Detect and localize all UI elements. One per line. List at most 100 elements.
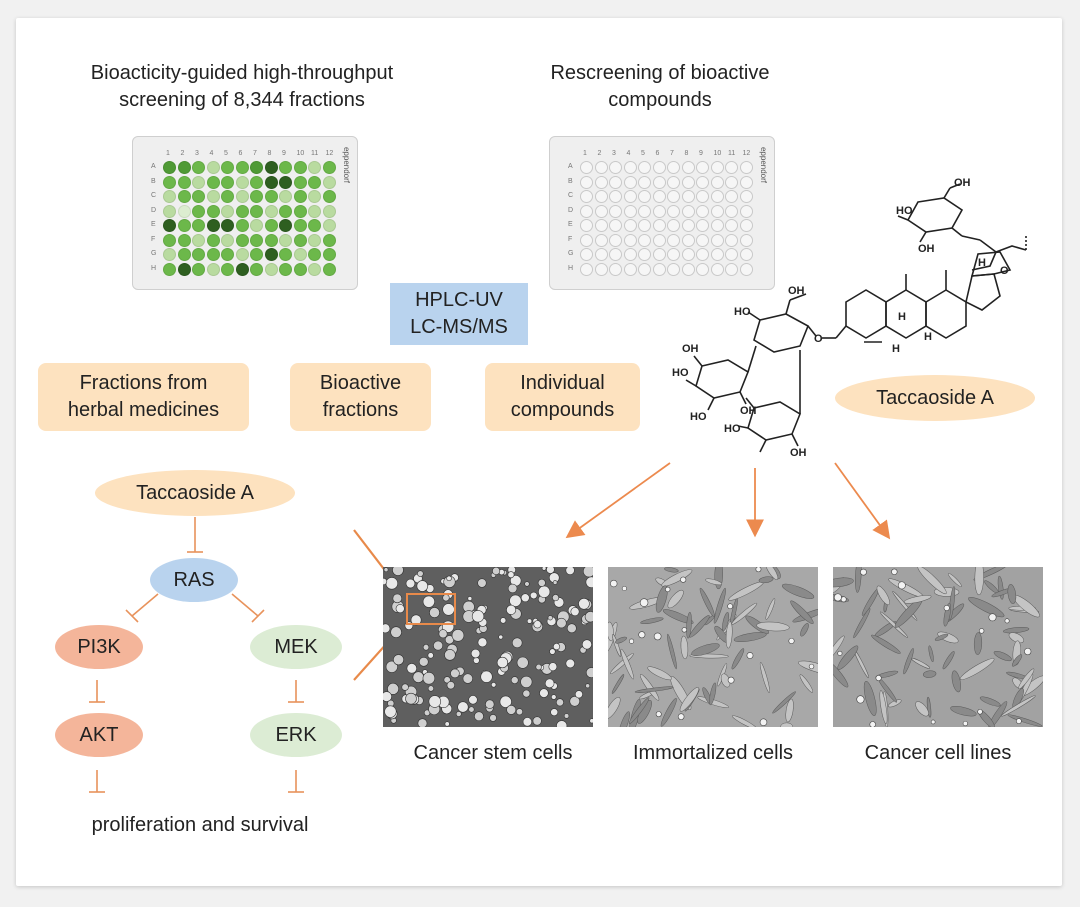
- cell-mark: [565, 567, 575, 575]
- cell-mark: [507, 571, 515, 579]
- cell-mark: [532, 716, 542, 726]
- cell-mark: [462, 673, 473, 684]
- lc-ms-label: LC-MS/MS: [410, 316, 508, 338]
- plate-well: [580, 233, 593, 247]
- plate-well: [177, 204, 191, 218]
- plate-well: [279, 175, 292, 189]
- cell-mark: [574, 690, 583, 699]
- cell-mark: [1008, 632, 1024, 644]
- plate-well: [308, 219, 321, 232]
- plate-well: [206, 161, 220, 174]
- cell-mark: [974, 567, 984, 596]
- cell-mark: [499, 695, 512, 708]
- plate-well: [725, 175, 738, 189]
- plate-well: [609, 204, 622, 218]
- plate-row-label: D: [568, 206, 574, 214]
- plate-well: [696, 175, 709, 189]
- cell-mark: [520, 675, 533, 688]
- cell-mark: [548, 662, 558, 672]
- rescreening-heading-line-2: compounds: [608, 89, 712, 111]
- plate-well: [623, 262, 637, 276]
- cell-mark: [800, 623, 809, 637]
- plate-well: [696, 219, 709, 232]
- plate-column-label: 11: [311, 150, 319, 157]
- cell-mark: [608, 696, 621, 719]
- cell-mark: [433, 640, 444, 651]
- cell-mark: [891, 568, 898, 575]
- cell-mark: [950, 706, 977, 717]
- cell-mark: [477, 578, 487, 588]
- plate-column-label: 4: [209, 150, 214, 157]
- plate-well: [725, 233, 738, 247]
- cell-mark: [578, 598, 590, 610]
- compound-name-label: Taccaoside A: [876, 386, 994, 409]
- plate-well: [681, 190, 695, 203]
- plate-well: [739, 190, 753, 203]
- cell-mark: [385, 660, 398, 673]
- plate-column-label: 3: [195, 150, 199, 157]
- plate-well: [623, 190, 637, 203]
- cell-mark: [492, 567, 501, 575]
- plate-well: [739, 175, 753, 189]
- plate-well: [177, 190, 191, 203]
- cell-mark: [496, 656, 509, 669]
- cell-mark: [392, 593, 403, 604]
- cell-mark: [911, 658, 931, 669]
- hydroxyl-label: OH: [740, 405, 757, 417]
- cell-mark: [511, 637, 523, 649]
- cell-mark: [879, 690, 888, 724]
- erk-label: ERK: [275, 723, 317, 746]
- cell-mark: [629, 638, 635, 644]
- plate-well: [667, 248, 680, 261]
- cell-mark: [457, 701, 469, 713]
- cell-mark: [450, 668, 460, 679]
- cell-mark: [516, 656, 529, 669]
- hydroxyl-label: HO: [724, 423, 741, 435]
- plate-well: [696, 161, 709, 174]
- plate-column-label: 12: [742, 150, 751, 157]
- plate-well: [725, 161, 738, 174]
- plate-well: [638, 248, 651, 261]
- cell-mark: [570, 607, 580, 617]
- plate-row-label: C: [151, 192, 157, 199]
- cell-mark: [1007, 584, 1017, 604]
- mek-label: MEK: [274, 635, 318, 658]
- cell-mark: [428, 695, 442, 708]
- immortalized-cells-texture: [608, 567, 818, 727]
- plate-well: [594, 219, 608, 232]
- plate-well: [322, 161, 336, 174]
- cell-mark: [544, 678, 555, 689]
- cell-mark: [709, 682, 717, 706]
- immortalized-cells-image: [608, 567, 818, 727]
- cell-mark: [515, 708, 523, 716]
- cell-mark: [772, 691, 796, 714]
- plate-well: [609, 175, 622, 189]
- bioactive-fractions-box: Bioactive fractions: [290, 363, 431, 431]
- cell-mark: [485, 699, 495, 709]
- plate-well: [710, 219, 724, 232]
- cell-mark: [446, 575, 452, 582]
- cell-mark: [473, 657, 480, 664]
- cell-mark: [634, 686, 674, 693]
- hplc-uv-label: HPLC-UV: [415, 289, 503, 311]
- cell-mark: [417, 570, 424, 577]
- hydroxyl-label: OH: [954, 177, 971, 189]
- plate-well: [206, 248, 220, 261]
- plate-column-label: 2: [597, 150, 602, 157]
- cell-mark: [680, 576, 687, 583]
- cell-mark: [942, 651, 955, 670]
- hydrogen-label: H: [898, 311, 906, 323]
- cell-mark: [697, 696, 729, 709]
- plate-well: [739, 248, 753, 261]
- cell-mark: [384, 705, 397, 718]
- cell-mark: [765, 598, 776, 620]
- plate-well: [221, 190, 234, 203]
- plate-well: [235, 175, 249, 189]
- cell-mark: [833, 593, 842, 602]
- cell-mark: [1011, 654, 1023, 667]
- cell-mark: [934, 633, 949, 641]
- cell-mark: [951, 670, 961, 693]
- cell-mark: [837, 650, 843, 656]
